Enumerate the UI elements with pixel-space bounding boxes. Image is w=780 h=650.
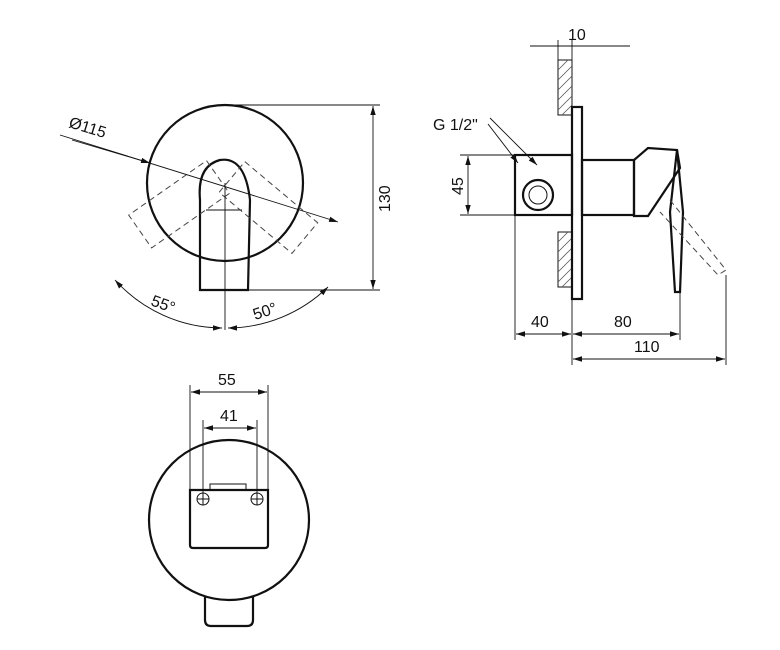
cover-plate [570, 105, 584, 301]
rear-view: 55 41 [147, 372, 311, 628]
rear-plate-circle [147, 438, 311, 602]
side-handle [632, 146, 682, 218]
angle-arc-right [227, 286, 329, 331]
inlet-outer [521, 178, 555, 212]
rear-handle-stub [203, 597, 255, 628]
outer-width-label: 55 [218, 372, 236, 389]
rotated-handle-right [218, 160, 319, 255]
dim-110-label: 110 [634, 339, 660, 356]
thread-label: G 1/2" [433, 117, 478, 134]
dim-80-label: 80 [614, 314, 632, 331]
rotated-handle-left [128, 159, 231, 249]
height-45-label: 45 [450, 177, 467, 195]
top-label: 10 [568, 27, 586, 44]
height-label: 130 [377, 185, 394, 212]
valve-body [513, 153, 574, 217]
dim-40-label: 40 [531, 314, 549, 331]
angle-left-label: 55° [149, 293, 178, 317]
inlet-inner [528, 185, 548, 205]
cartridge-body [580, 158, 636, 217]
diameter-label: Ø115 [67, 115, 108, 142]
inner-width-label: 41 [220, 408, 238, 425]
side-view: G 1/2" 10 45 40 80 110 [433, 27, 727, 365]
mounting-bracket [188, 488, 270, 550]
angle-right-label: 50° [251, 300, 279, 324]
front-handle [198, 158, 252, 292]
diameter-leader [59, 134, 339, 223]
wall-section-top [557, 59, 573, 116]
side-lever-dashed [659, 199, 727, 276]
bracket-top-tab [209, 483, 247, 491]
front-view: Ø115 130 55° 50° [59, 103, 394, 331]
angle-arc-left [114, 279, 223, 331]
